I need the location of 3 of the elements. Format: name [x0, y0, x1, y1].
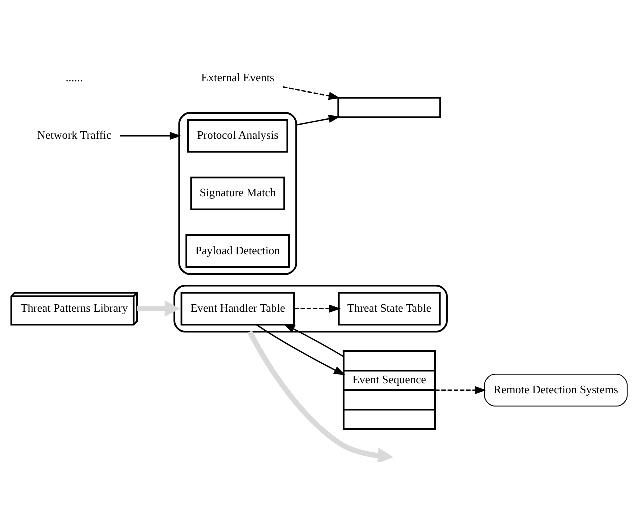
- node-text: External Events: [201, 72, 275, 85]
- label: ......: [66, 72, 84, 85]
- node-text: Network Traffic: [37, 130, 112, 142]
